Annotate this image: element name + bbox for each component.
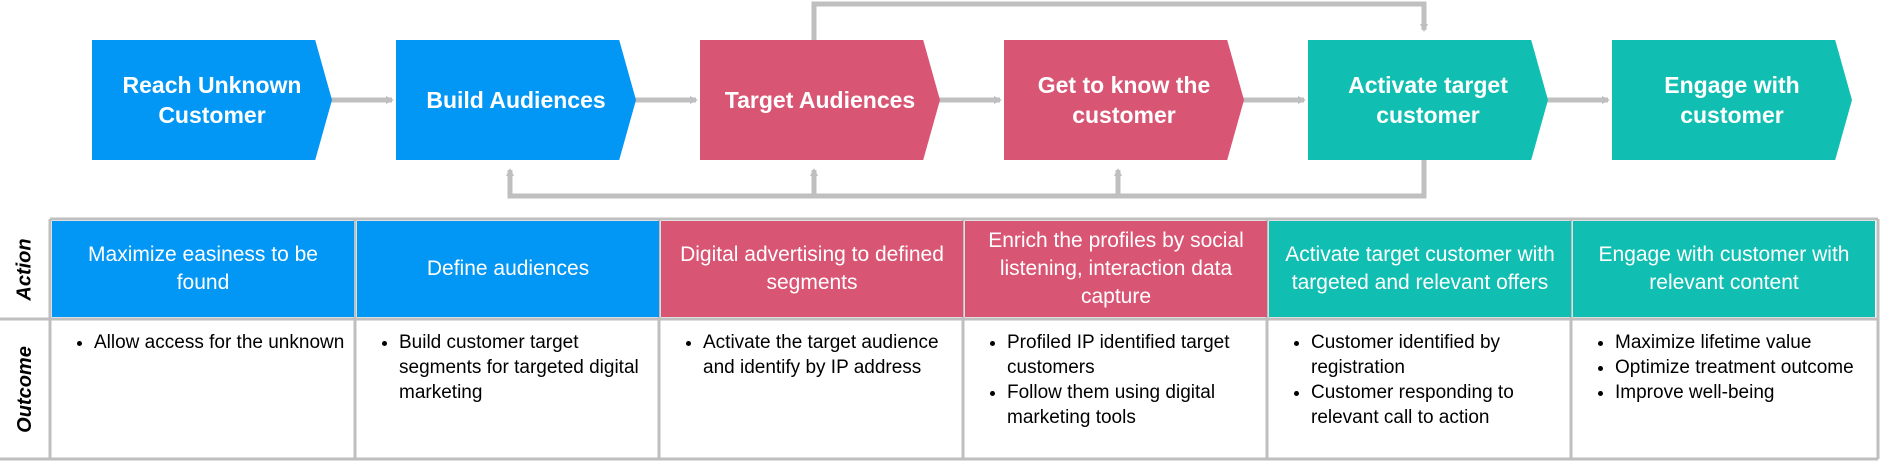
step-label: Activate target customer bbox=[1348, 72, 1508, 128]
outcome-cell-2: Build customer target segments for targe… bbox=[357, 322, 661, 457]
step-get-to-know-customer: Get to know the customer bbox=[1004, 40, 1244, 160]
outcome-list: Maximize lifetime value Optimize treatme… bbox=[1573, 322, 1877, 405]
outcome-list: Profiled IP identified target customers … bbox=[965, 322, 1269, 430]
outcome-item: Customer identified by registration bbox=[1311, 330, 1567, 380]
outcome-item: Profiled IP identified target customers bbox=[1007, 330, 1263, 380]
action-cell-4: Enrich the profiles by social listening,… bbox=[965, 221, 1267, 317]
action-cell-2: Define audiences bbox=[357, 221, 659, 317]
outcome-item: Build customer target segments for targe… bbox=[399, 330, 655, 405]
action-cell-1: Maximize easiness to be found bbox=[52, 221, 354, 317]
outcome-cell-5: Customer identified by registration Cust… bbox=[1269, 322, 1573, 457]
loop-bottom bbox=[506, 160, 1427, 199]
step-activate-target-customer: Activate target customer bbox=[1308, 40, 1548, 160]
step-build-audiences: Build Audiences bbox=[396, 40, 636, 160]
outcome-item: Improve well-being bbox=[1615, 380, 1871, 405]
outcome-list: Build customer target segments for targe… bbox=[357, 322, 661, 405]
outcome-cell-4: Profiled IP identified target customers … bbox=[965, 322, 1269, 457]
outcome-list: Customer identified by registration Cust… bbox=[1269, 322, 1573, 430]
outcome-item: Maximize lifetime value bbox=[1615, 330, 1871, 355]
step-label: Get to know the customer bbox=[1037, 72, 1211, 128]
step-target-audiences: Target Audiences bbox=[700, 40, 940, 160]
loop-top bbox=[811, 1, 1428, 40]
step-label: Reach Unknown Customer bbox=[122, 72, 302, 128]
outcome-cell-6: Maximize lifetime value Optimize treatme… bbox=[1573, 322, 1877, 457]
action-cell-5: Activate target customer with targeted a… bbox=[1269, 221, 1571, 317]
outcome-item: Activate the target audience and identif… bbox=[703, 330, 959, 380]
outcome-item: Customer responding to relevant call to … bbox=[1311, 380, 1567, 430]
step-label: Target Audiences bbox=[724, 87, 916, 113]
outcome-cell-3: Activate the target audience and identif… bbox=[661, 322, 965, 457]
outcome-list: Allow access for the unknown bbox=[52, 322, 356, 355]
step-label: Build Audiences bbox=[426, 87, 606, 113]
step-label: Engage with customer bbox=[1664, 72, 1800, 128]
outcome-item: Optimize treatment outcome bbox=[1615, 355, 1871, 380]
row-label-outcome: Outcome bbox=[13, 346, 36, 433]
step-reach-unknown-customer: Reach Unknown Customer bbox=[92, 40, 332, 160]
outcome-cell-1: Allow access for the unknown bbox=[52, 322, 356, 457]
outcome-list: Activate the target audience and identif… bbox=[661, 322, 965, 380]
action-cell-3: Digital advertising to defined segments bbox=[661, 221, 963, 317]
outcome-item: Follow them using digital marketing tool… bbox=[1007, 380, 1263, 430]
action-cell-6: Engage with customer with relevant conte… bbox=[1573, 221, 1875, 317]
outcome-item: Allow access for the unknown bbox=[94, 330, 350, 355]
row-label-action: Action bbox=[13, 237, 36, 301]
step-engage-with-customer: Engage with customer bbox=[1612, 40, 1852, 160]
